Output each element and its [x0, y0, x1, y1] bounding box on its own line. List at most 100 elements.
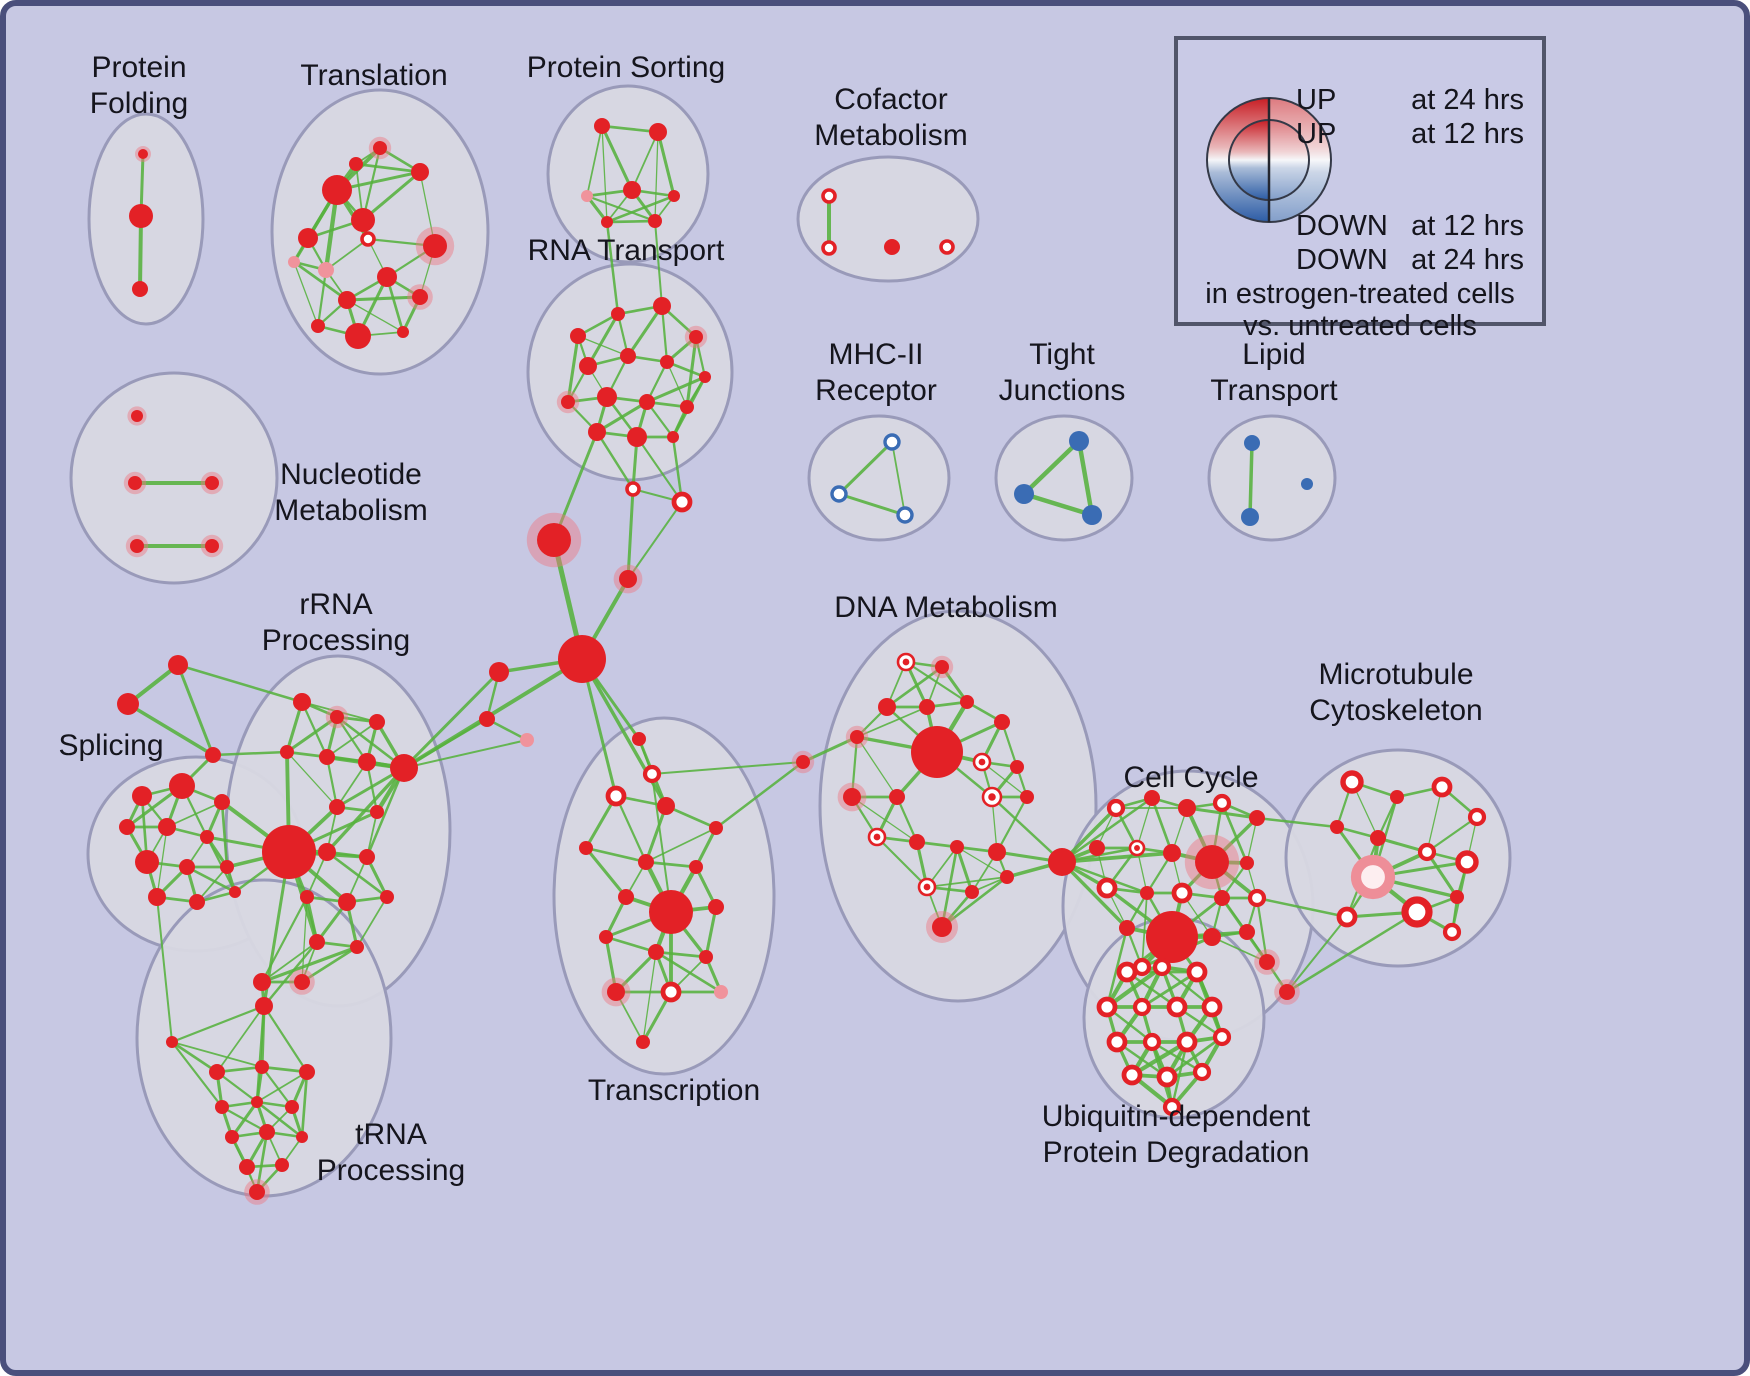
network-node[interactable]	[1401, 896, 1433, 928]
network-node[interactable]	[119, 819, 135, 835]
network-node[interactable]	[668, 190, 680, 202]
network-node[interactable]	[338, 893, 356, 911]
network-node[interactable]	[351, 208, 375, 232]
network-node[interactable]	[123, 471, 147, 495]
network-node[interactable]	[380, 890, 394, 904]
network-node[interactable]	[837, 782, 867, 812]
network-node[interactable]	[520, 733, 534, 747]
network-node[interactable]	[1176, 1031, 1198, 1053]
network-node[interactable]	[689, 860, 703, 874]
network-node[interactable]	[205, 747, 221, 763]
network-node[interactable]	[1132, 997, 1152, 1017]
network-node[interactable]	[1212, 1027, 1232, 1047]
network-node[interactable]	[200, 534, 224, 558]
network-node[interactable]	[209, 1064, 225, 1080]
network-node[interactable]	[939, 239, 955, 255]
network-node[interactable]	[262, 825, 316, 879]
network-node[interactable]	[581, 190, 593, 202]
network-node[interactable]	[322, 175, 352, 205]
network-node[interactable]	[1212, 793, 1232, 813]
network-node[interactable]	[358, 753, 376, 771]
network-node[interactable]	[489, 662, 509, 682]
network-node[interactable]	[368, 136, 392, 160]
network-node[interactable]	[411, 163, 429, 181]
network-node[interactable]	[1214, 890, 1230, 906]
network-node[interactable]	[1020, 790, 1034, 804]
network-node[interactable]	[930, 655, 954, 679]
network-node[interactable]	[1442, 922, 1462, 942]
network-node[interactable]	[148, 888, 166, 906]
network-node[interactable]	[911, 726, 963, 778]
network-node[interactable]	[1119, 920, 1135, 936]
network-node[interactable]	[319, 749, 335, 765]
network-node[interactable]	[1330, 820, 1344, 834]
network-node[interactable]	[1241, 508, 1259, 526]
network-node[interactable]	[220, 860, 234, 874]
network-node[interactable]	[960, 695, 974, 709]
network-node[interactable]	[239, 1159, 255, 1175]
network-node[interactable]	[127, 406, 147, 426]
network-node[interactable]	[972, 752, 992, 772]
network-node[interactable]	[1121, 1064, 1143, 1086]
network-node[interactable]	[135, 850, 159, 874]
network-node[interactable]	[889, 789, 905, 805]
network-node[interactable]	[1106, 798, 1126, 818]
network-node[interactable]	[1096, 877, 1118, 899]
network-node[interactable]	[1244, 435, 1260, 451]
network-node[interactable]	[896, 506, 914, 524]
network-node[interactable]	[1450, 890, 1464, 904]
network-node[interactable]	[359, 849, 375, 865]
network-node[interactable]	[300, 890, 314, 904]
network-node[interactable]	[253, 973, 271, 991]
network-node[interactable]	[639, 394, 655, 410]
network-node[interactable]	[1096, 996, 1118, 1018]
network-node[interactable]	[1069, 431, 1089, 451]
network-node[interactable]	[896, 652, 916, 672]
network-node[interactable]	[642, 764, 662, 784]
network-node[interactable]	[1162, 1097, 1182, 1117]
network-node[interactable]	[618, 889, 634, 905]
network-node[interactable]	[588, 423, 606, 441]
network-node[interactable]	[125, 534, 149, 558]
network-node[interactable]	[288, 256, 300, 268]
network-node[interactable]	[132, 281, 148, 297]
network-node[interactable]	[415, 226, 455, 266]
network-node[interactable]	[1184, 834, 1240, 890]
network-node[interactable]	[1000, 870, 1014, 884]
network-node[interactable]	[251, 1096, 263, 1108]
network-node[interactable]	[397, 326, 409, 338]
network-node[interactable]	[821, 188, 837, 204]
network-node[interactable]	[699, 950, 713, 964]
network-node[interactable]	[369, 714, 385, 730]
network-node[interactable]	[299, 1064, 315, 1080]
network-node[interactable]	[627, 427, 647, 447]
network-node[interactable]	[791, 750, 815, 774]
network-node[interactable]	[1144, 790, 1160, 806]
network-node[interactable]	[950, 840, 964, 854]
network-node[interactable]	[1178, 799, 1196, 817]
network-node[interactable]	[350, 940, 364, 954]
network-node[interactable]	[556, 390, 580, 414]
network-node[interactable]	[917, 877, 937, 897]
network-node[interactable]	[1171, 882, 1193, 904]
network-node[interactable]	[667, 431, 679, 443]
network-node[interactable]	[1140, 886, 1154, 900]
network-node[interactable]	[671, 491, 693, 513]
network-node[interactable]	[657, 797, 675, 815]
network-node[interactable]	[169, 773, 195, 799]
network-node[interactable]	[1106, 1031, 1128, 1053]
network-node[interactable]	[699, 371, 711, 383]
network-node[interactable]	[909, 834, 925, 850]
network-node[interactable]	[1014, 484, 1034, 504]
network-node[interactable]	[636, 1035, 650, 1049]
network-node[interactable]	[349, 157, 363, 171]
network-node[interactable]	[1082, 505, 1102, 525]
network-node[interactable]	[1417, 842, 1437, 862]
network-node[interactable]	[680, 400, 694, 414]
network-node[interactable]	[309, 934, 325, 950]
network-node[interactable]	[360, 231, 376, 247]
network-node[interactable]	[570, 328, 586, 344]
network-node[interactable]	[611, 307, 625, 321]
network-node[interactable]	[845, 725, 869, 749]
network-node[interactable]	[311, 319, 325, 333]
